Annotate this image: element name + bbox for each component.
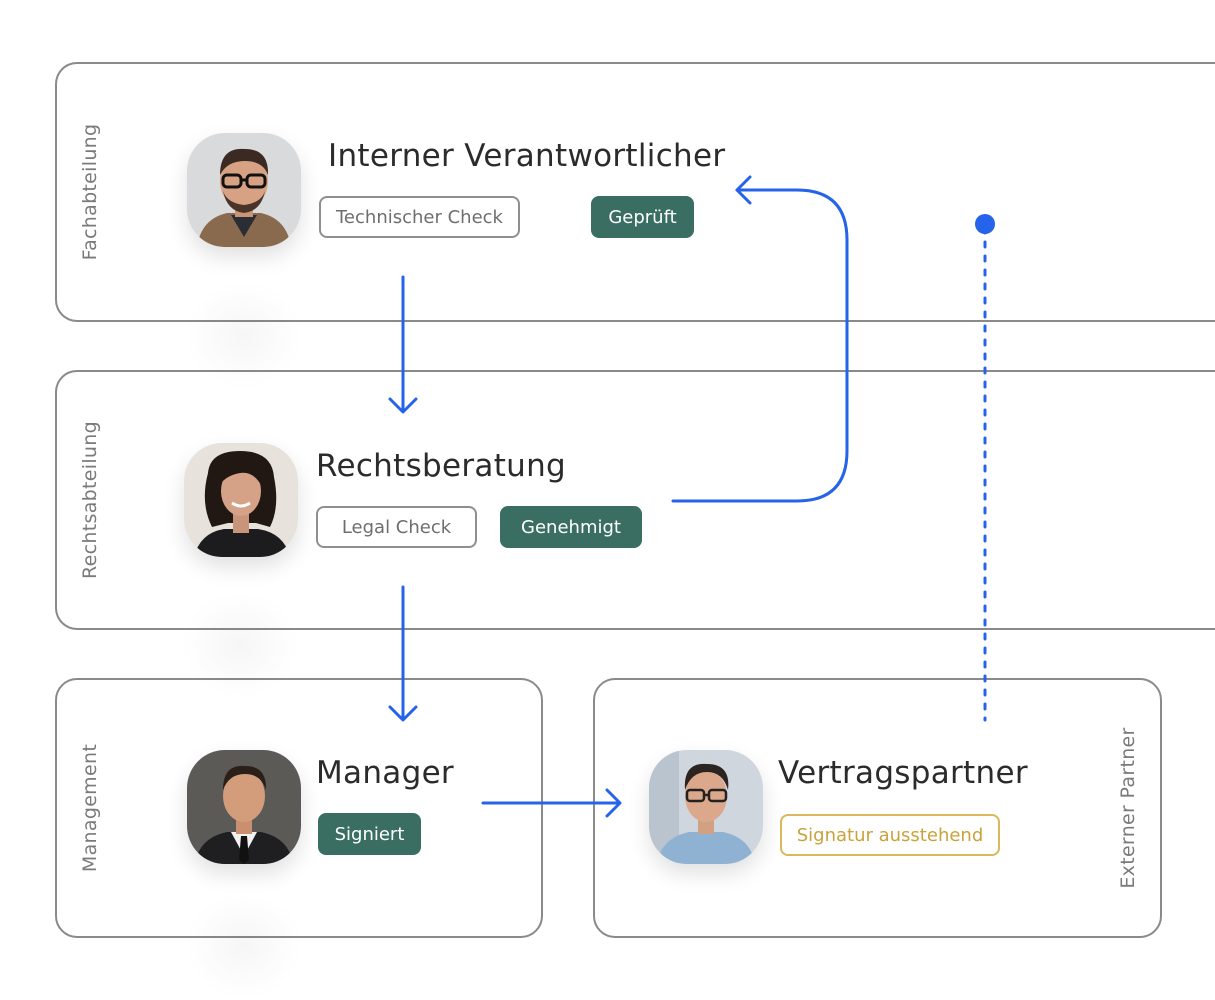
decorative-shadow: [184, 280, 304, 390]
avatar-man-glasses-icon: [187, 133, 301, 247]
status-badge-geprueft[interactable]: Geprüft: [591, 196, 694, 238]
avatar-manager: [187, 750, 301, 864]
avatar-man-glasses-icon: [649, 750, 763, 864]
avatar-man-suit-icon: [187, 750, 301, 864]
avatar-interner-verantwortlicher: [187, 133, 301, 247]
decorative-shadow: [180, 590, 300, 700]
node-title-manager: Manager: [316, 755, 454, 791]
lane-label-management: Management: [79, 743, 101, 873]
node-title-vertragspartner: Vertragspartner: [778, 755, 1028, 791]
node-title-rechtsberatung: Rechtsberatung: [316, 448, 567, 484]
task-chip-technischer-check[interactable]: Technischer Check: [319, 196, 520, 238]
status-badge-signatur-ausstehend[interactable]: Signatur ausstehend: [780, 814, 1000, 856]
status-badge-signiert[interactable]: Signiert: [318, 813, 421, 855]
task-chip-legal-check[interactable]: Legal Check: [316, 506, 477, 548]
node-title-interner: Interner Verantwortlicher: [328, 138, 726, 174]
lane-label-externer-partner: Externer Partner: [1117, 727, 1139, 889]
decorative-shadow: [184, 890, 304, 1000]
lane-label-rechtsabteilung: Rechtsabteilung: [79, 421, 101, 579]
avatar-woman-icon: [184, 443, 298, 557]
avatar-vertragspartner: [649, 750, 763, 864]
avatar-rechtsberatung: [184, 443, 298, 557]
status-badge-genehmigt[interactable]: Genehmigt: [500, 506, 642, 548]
lane-label-fachabteilung: Fachabteilung: [79, 123, 101, 261]
